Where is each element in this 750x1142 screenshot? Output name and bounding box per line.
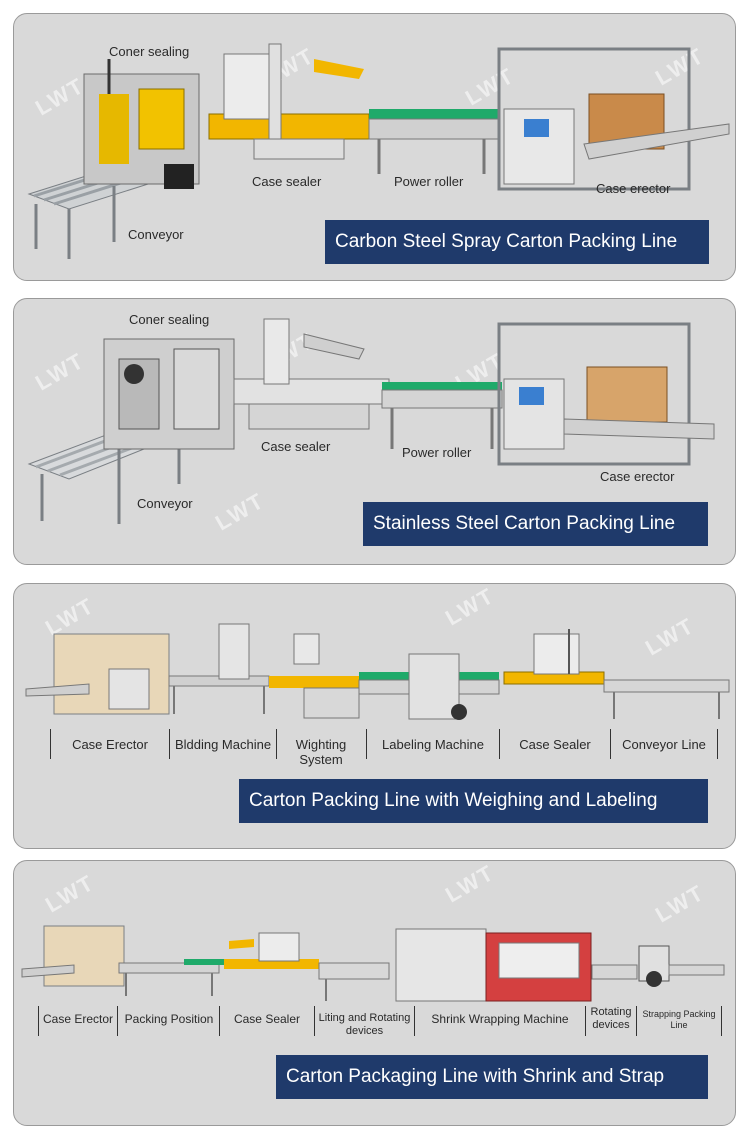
panel-carbon-steel-line: LWT LWT LWT LWT (13, 13, 736, 281)
case-erector-illustration (497, 322, 715, 466)
station-label-shrink-wrapping-machine: Shrink Wrapping Machine (431, 1012, 569, 1026)
power-roller-illustration (368, 109, 500, 174)
station-divider (117, 1006, 118, 1036)
label-coner-sealing: Coner sealing (109, 44, 190, 59)
station-label-lifting-rotating-devices: Liting and Rotating devices (318, 1012, 411, 1037)
station-divider (276, 729, 277, 759)
panel-stainless-steel-line: LWT LWT LWT LWT (13, 298, 736, 565)
station-label-labeling-machine: Labeling Machine (382, 737, 484, 752)
panel-title: Carton Packing Line with Weighing and La… (239, 779, 708, 823)
stainless-steel-line-illustration (27, 318, 715, 524)
station-divider (219, 1006, 220, 1036)
station-divider (414, 1006, 415, 1036)
station-label-case-erector: Case Erector (72, 737, 148, 752)
shrink-strap-line-illustration (21, 925, 725, 1002)
case-sealer-illustration (208, 43, 370, 160)
station-label-bidding-machine: Bldding Machine (174, 737, 272, 752)
station-divider (169, 729, 170, 759)
label-power-roller: Power roller (402, 445, 472, 460)
lifting-rotating-devices-illustration (318, 962, 390, 1001)
station-divider (50, 729, 51, 759)
panel-title: Carbon Steel Spray Carton Packing Line (325, 220, 709, 264)
case-erector-illustration (25, 633, 170, 715)
station-divider (499, 729, 500, 759)
panel-shrink-strap-line: LWT LWT LWT (13, 860, 736, 1126)
station-divider (314, 1006, 315, 1036)
label-conveyor: Conveyor (137, 496, 193, 511)
bidding-machine-illustration (168, 623, 270, 714)
station-label-weighing-system: Wighting System (295, 737, 347, 767)
shrink-wrapping-machine-illustration (395, 928, 592, 1002)
case-sealer-illustration (503, 629, 605, 685)
labeling-machine-illustration (358, 653, 500, 720)
label-case-sealer: Case sealer (252, 174, 322, 189)
weighing-system-illustration (269, 633, 360, 719)
station-divider (610, 729, 611, 759)
weighing-labeling-line-illustration (25, 623, 730, 720)
label-case-erector: Case erector (600, 469, 675, 484)
station-divider (717, 729, 718, 759)
packing-position-illustration (118, 959, 224, 996)
station-divider (636, 1006, 637, 1036)
station-divider (366, 729, 367, 759)
station-label-rotating-devices: Rotating devices (590, 1006, 632, 1031)
station-label-conveyor-line: Conveyor Line (622, 737, 706, 752)
station-divider (38, 1006, 39, 1036)
power-roller-illustration (381, 382, 503, 449)
label-case-sealer: Case sealer (261, 439, 331, 454)
label-coner-sealing: Coner sealing (129, 312, 210, 327)
label-conveyor: Conveyor (128, 227, 184, 242)
panel-title: Carton Packaging Line with Shrink and St… (276, 1055, 708, 1099)
station-label-strapping-packing-line: Strapping Packing Line (642, 1009, 716, 1030)
carbon-steel-line-illustration (27, 43, 730, 259)
panel-title: Stainless Steel Carton Packing Line (363, 502, 708, 546)
rotating-devices-illustration (591, 964, 638, 980)
case-erector-illustration (497, 47, 730, 191)
case-erector-illustration (21, 925, 125, 987)
strapping-packing-line-illustration (638, 945, 725, 987)
station-label-case-sealer: Case Sealer (233, 1012, 301, 1026)
station-divider (721, 1006, 722, 1036)
station-divider (585, 1006, 586, 1036)
label-power-roller: Power roller (394, 174, 464, 189)
label-case-erector: Case erector (596, 181, 671, 196)
coner-sealing-illustration (83, 59, 200, 189)
station-label-case-sealer: Case Sealer (519, 737, 591, 752)
conveyor-line-illustration (603, 679, 730, 719)
case-sealer-illustration (224, 932, 319, 969)
coner-sealing-illustration (103, 338, 235, 450)
station-label-packing-position: Packing Position (124, 1012, 214, 1026)
station-label-case-erector: Case Erector (42, 1012, 114, 1026)
panel-weighing-labeling-line: LWT LWT LWT (13, 583, 736, 849)
case-sealer-illustration (233, 318, 390, 430)
